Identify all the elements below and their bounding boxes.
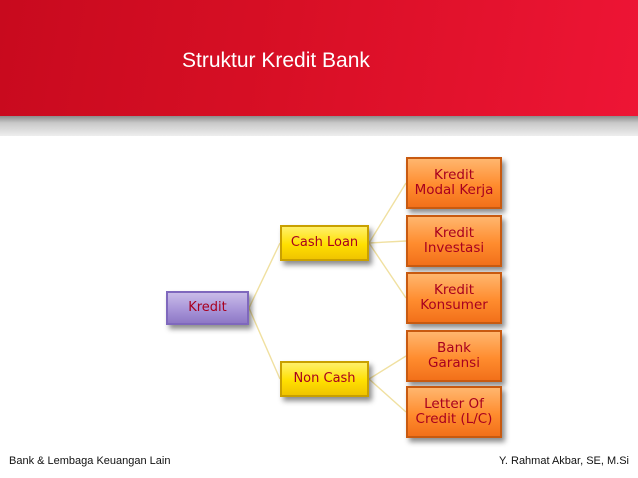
connector-cash-leaf-0 <box>368 182 407 244</box>
connector-root-cash <box>248 242 281 309</box>
node-label-line: Konsumer <box>420 297 488 313</box>
node-label-line: Credit (L/C) <box>415 411 493 427</box>
node-label-line: Bank <box>437 339 471 356</box>
footer-course-name: Bank & Lembaga Keuangan Lain <box>9 455 171 467</box>
connector-noncash-leaf-4 <box>368 378 407 413</box>
slide-title: Struktur Kredit Bank <box>182 49 370 72</box>
connector-noncash-leaf-3 <box>368 355 407 380</box>
node-label-line: Letter Of <box>424 395 484 412</box>
connector-root-noncash <box>248 307 281 380</box>
node-label-line: Kredit <box>433 224 475 241</box>
header-banner <box>0 0 638 116</box>
node-kredit-investasi: Kredit Investasi <box>406 215 502 267</box>
node-label: Cash Loan <box>290 234 359 250</box>
node-letter-of-credit: Letter Of Credit (L/C) <box>406 386 502 438</box>
node-non-cash: Non Cash <box>280 361 369 397</box>
node-label: Non Cash <box>293 370 356 386</box>
node-label-line: Kredit <box>433 281 475 298</box>
node-kredit-konsumer: Kredit Konsumer <box>406 272 502 324</box>
node-bank-garansi: Bank Garansi <box>406 330 502 382</box>
node-label-line: Garansi <box>428 355 480 371</box>
node-kredit: Kredit <box>166 291 249 325</box>
footer-author: Y. Rahmat Akbar, SE, M.Si <box>498 455 629 467</box>
node-kredit-modal-kerja: Kredit Modal Kerja <box>406 157 502 209</box>
node-label: Kredit <box>188 299 227 315</box>
node-label-line: Modal Kerja <box>414 182 494 198</box>
connector-cash-leaf-2 <box>368 242 407 299</box>
header-divider-band <box>0 116 638 136</box>
connector-cash-leaf-1 <box>368 240 407 244</box>
node-label-line: Kredit <box>433 166 475 183</box>
node-label-line: Investasi <box>423 240 485 256</box>
node-cash-loan: Cash Loan <box>280 225 369 261</box>
